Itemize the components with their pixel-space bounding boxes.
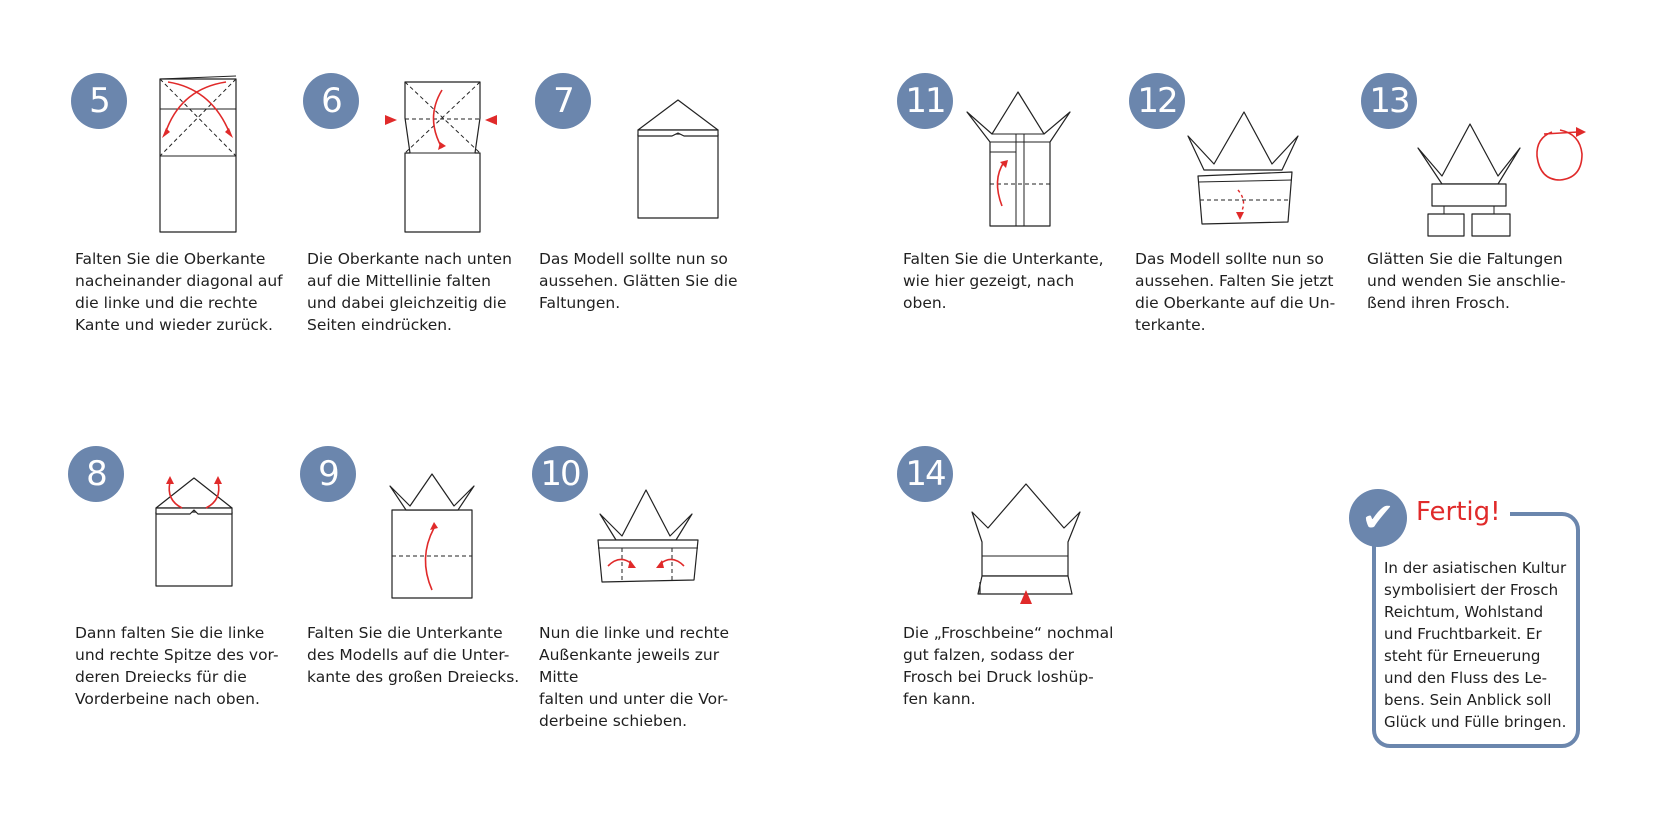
done-text: In der asiatischen Kultur symbolisiert d… [1384, 559, 1567, 731]
step-7-diagram [637, 99, 719, 219]
step-number-7: 7 [535, 73, 591, 129]
step-10-diagram [597, 489, 699, 583]
step-5-diagram [159, 75, 237, 233]
done-title: Fertig! [1416, 497, 1501, 527]
step-number-12: 12 [1129, 73, 1185, 129]
turn-over-arrow-icon [1536, 127, 1586, 181]
step-8-caption: Dann falten Sie die linke und rechte Spi… [75, 624, 279, 708]
checkmark-icon: ✔ [1349, 489, 1407, 547]
step-6-caption: Die Oberkante nach unten auf die Mittell… [307, 250, 512, 334]
step-13-diagram [1417, 123, 1521, 237]
step-11-caption: Falten Sie die Unterkante, wie hier geze… [903, 250, 1104, 312]
step-9-caption: Falten Sie die Unterkante des Modells au… [307, 624, 520, 686]
step-13-caption: Glätten Sie die Faltungen und wenden Sie… [1367, 250, 1566, 312]
step-11-diagram [966, 91, 1071, 227]
step-14-diagram [971, 483, 1081, 604]
step-number-9: 9 [300, 446, 356, 502]
step-12-diagram [1187, 111, 1299, 225]
step-number-8: 8 [68, 446, 124, 502]
step-9-diagram [389, 473, 475, 599]
step-14-caption: Die „Froschbeine“ nochmal gut falzen, so… [903, 624, 1114, 708]
step-number-10: 10 [532, 446, 588, 502]
step-number-13: 13 [1361, 73, 1417, 129]
step-6-diagram [385, 81, 497, 233]
step-8-diagram [155, 476, 233, 587]
step-10-caption: Nun die linke und rechte Außenkante jewe… [539, 624, 730, 730]
step-number-14: 14 [897, 446, 953, 502]
step-number-11: 11 [897, 73, 953, 129]
step-12-caption: Das Modell sollte nun so aussehen. Falte… [1135, 250, 1336, 334]
step-number-5: 5 [71, 73, 127, 129]
step-number-6: 6 [303, 73, 359, 129]
step-5-caption: Falten Sie die Oberkante nacheinander di… [75, 250, 283, 334]
step-7-caption: Das Modell sollte nun so aussehen. Glätt… [539, 250, 738, 312]
